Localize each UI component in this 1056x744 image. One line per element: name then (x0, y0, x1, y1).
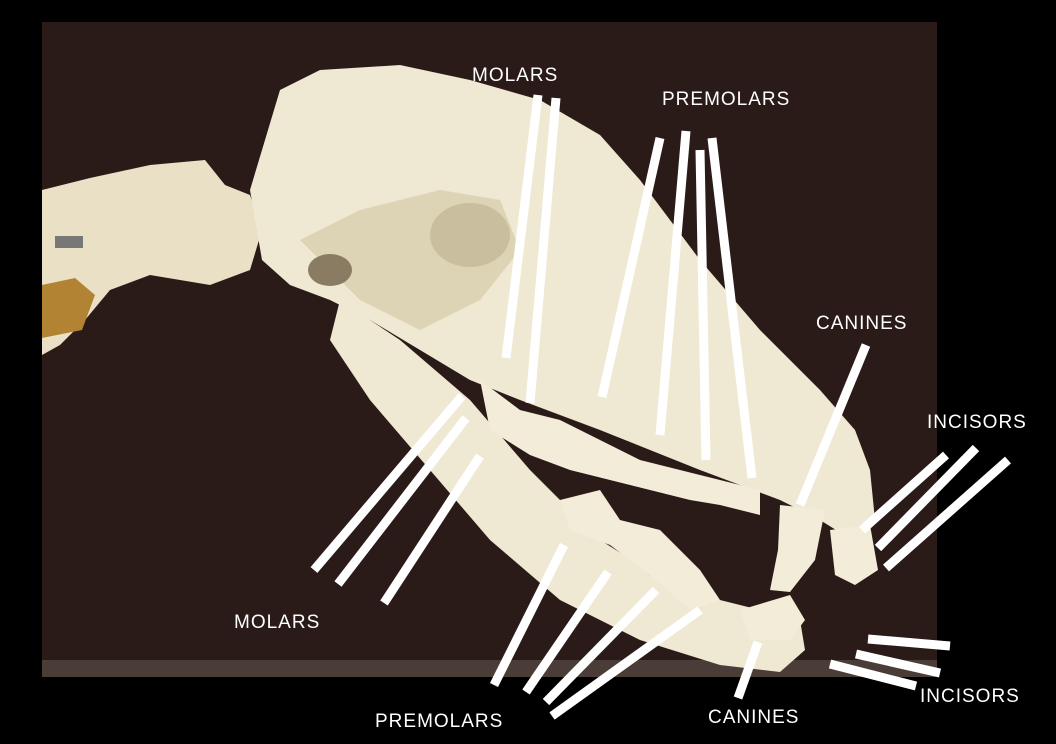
metal-pin (55, 236, 83, 248)
label-upper-incisors: INCISORS (927, 413, 1027, 432)
table-edge (42, 660, 937, 677)
ear-canal (308, 254, 352, 286)
orbit (430, 203, 510, 267)
label-lower-incisors: INCISORS (920, 687, 1020, 706)
label-lower-molars: MOLARS (234, 613, 320, 632)
pointer-upper-premolar-3 (700, 150, 706, 460)
label-lower-canines: CANINES (708, 708, 799, 727)
label-upper-premolars: PREMOLARS (662, 90, 790, 109)
label-upper-canines: CANINES (816, 314, 907, 333)
label-upper-molars: MOLARS (472, 66, 558, 85)
label-lower-premolars: PREMOLARS (375, 712, 503, 731)
